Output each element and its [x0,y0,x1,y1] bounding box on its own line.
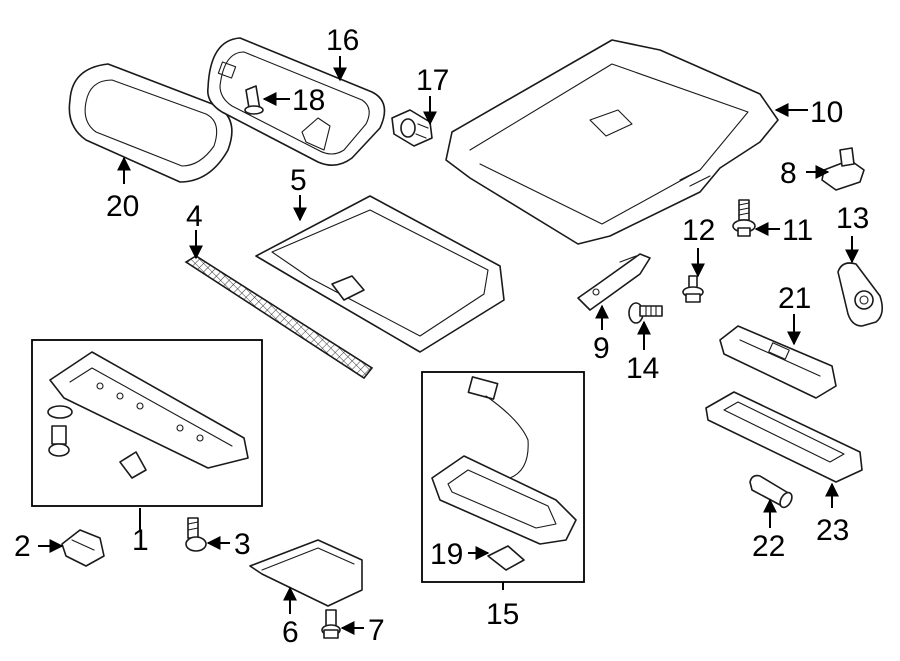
callout-11: 11 [782,214,813,247]
callout-10: 10 [810,96,843,129]
callout-2: 2 [14,530,31,563]
callout-21: 21 [778,282,811,315]
callout-5: 5 [290,164,307,197]
callout-19: 19 [430,538,463,571]
part-7-screw [321,609,341,639]
callout-4: 4 [186,200,203,233]
callout-18: 18 [292,84,325,117]
part-2-clip [61,529,105,567]
part-11-screw [732,199,756,237]
part-21-lamp-housing [719,325,837,399]
callout-17: 17 [416,64,449,97]
part-15-group [421,371,585,583]
part-1-group [31,339,263,507]
part-17-clip [391,109,433,147]
callout-16: 16 [326,24,359,57]
part-12-screw [682,275,704,303]
callout-13: 13 [836,202,869,235]
callout-7: 7 [368,614,385,647]
part-5-panel [255,195,505,353]
callout-9: 9 [593,332,610,365]
callout-12: 12 [682,214,715,247]
part-23-lamp-lens [705,391,863,483]
part-14-bolt [628,302,663,324]
part-20-console-bezel [68,63,233,183]
callout-22: 22 [752,530,785,563]
leader-lines [38,56,859,635]
part-3-screw [185,517,207,552]
callout-numbers: 1 2 3 4 5 6 7 8 9 10 11 12 13 14 15 16 1… [14,24,869,649]
part-16-console-frame [206,37,386,166]
callout-14: 14 [626,352,659,385]
part-22-bulb [749,474,793,509]
part-6-cover [249,539,363,607]
callout-6: 6 [282,616,299,649]
part-10-headliner [445,39,779,245]
part-13-coat-hook [837,262,884,327]
part-8-clip [821,147,865,191]
callout-1: 1 [132,524,149,557]
part-9-bracket [577,253,651,311]
callout-23: 23 [816,514,849,547]
callout-3: 3 [234,528,251,561]
part-18-push-pin [244,85,264,115]
callout-20: 20 [106,190,139,223]
callout-15: 15 [486,598,519,631]
callout-8: 8 [780,157,797,190]
